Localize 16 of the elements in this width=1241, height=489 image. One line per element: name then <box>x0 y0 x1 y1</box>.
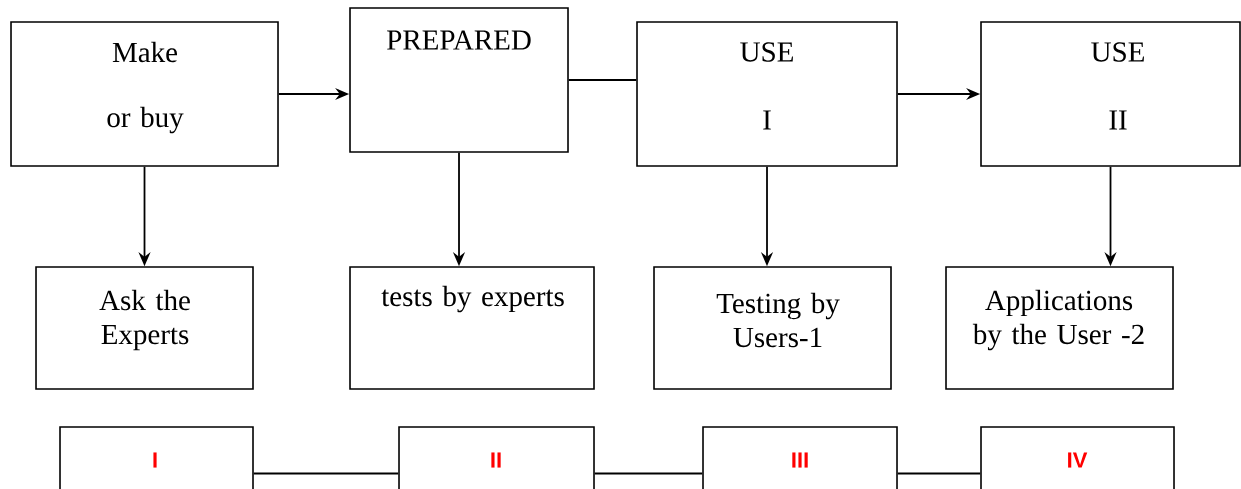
stage-box: III <box>702 426 898 489</box>
connector-line <box>593 472 704 475</box>
connector-line <box>896 472 982 475</box>
connector-line <box>567 79 638 81</box>
stage-box: II <box>398 426 595 489</box>
process-box: Make or buy <box>10 21 279 167</box>
connector-line <box>252 472 400 475</box>
process-box: tests by experts <box>349 266 595 390</box>
process-box: PREPARED <box>349 7 569 153</box>
process-box: USE I <box>636 21 898 167</box>
process-box: USE II <box>980 21 1241 167</box>
stage-box: IV <box>980 426 1175 489</box>
process-box: Testing by Users-1 <box>653 266 892 390</box>
stage-box: I <box>59 426 254 489</box>
process-box: Applications by the User -2 <box>945 266 1174 390</box>
process-box: Ask the Experts <box>35 266 254 390</box>
